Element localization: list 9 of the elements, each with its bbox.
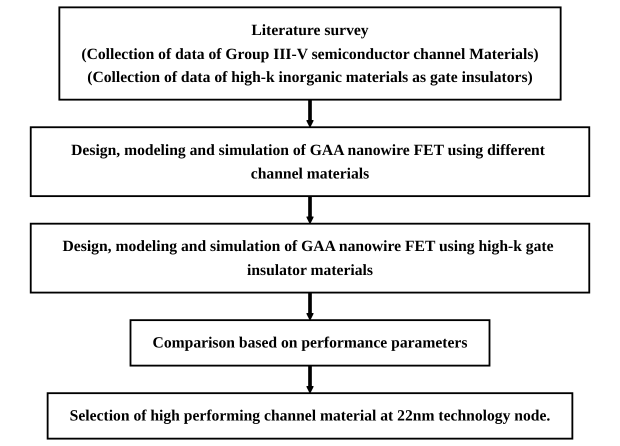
arrow [306,196,314,224]
node-box: Selection of high performing channel material at 22nm technology node. [46,392,574,440]
node-box: Design, modeling and simulation of GAA nanowire FET using high-k gate insulator materials [30,222,590,294]
arrow [306,292,314,321]
arrow [306,366,314,394]
node-box: Comparison based on performance parameters [130,319,490,367]
node-box: Design, modeling and simulation of GAA nanowire FET using different channel materials [30,126,590,198]
node-box: Literature survey (Collection of data of Group III-V semiconductor channel Materials) (Collection of data of high-k inorganic materials as gate insulators) [58,6,562,101]
arrow [306,100,314,128]
